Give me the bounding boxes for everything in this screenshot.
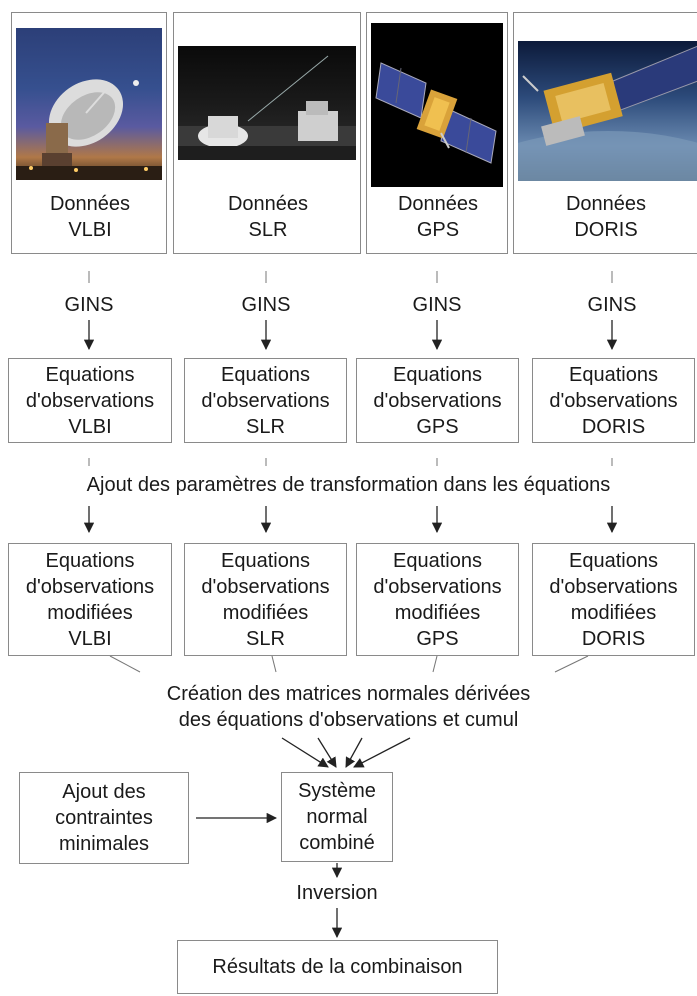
mod-eq-line1: Equations <box>393 549 482 572</box>
modified-equations-slr: Equations d'observations modifiées SLR <box>184 543 347 656</box>
results-label: Résultats de la combinaison <box>212 956 463 978</box>
system-line3: combiné <box>299 832 375 854</box>
combination-results-box: Résultats de la combinaison <box>177 940 498 994</box>
laser-ranging-station-photo <box>178 46 356 160</box>
doris-satellite-photo <box>518 41 697 181</box>
mod-eq-line2: d'observations <box>201 575 330 598</box>
gins-label-doris: GINS <box>587 294 637 316</box>
connector-gps-creation <box>432 655 438 673</box>
mod-eq-tech: DORIS <box>581 627 646 650</box>
constraints-line2: contraintes <box>55 807 153 829</box>
arrow-creation-system-1 <box>281 737 329 768</box>
doris-satellite-icon <box>518 45 697 181</box>
gins-label-gps: GINS <box>412 294 462 316</box>
mod-eq-line3: modifiées <box>394 601 481 624</box>
transform-params-label: Ajout des paramètres de transformation d… <box>86 474 611 496</box>
normal-matrices-line1: Création des matrices normales dérivées <box>166 683 531 705</box>
laser-ranging-icon <box>178 55 356 160</box>
obs-eq-line1: Equations <box>393 363 482 386</box>
system-line2: normal <box>306 806 368 828</box>
constraints-line3: minimales <box>58 833 150 855</box>
obs-eq-line2: d'observations <box>373 389 502 412</box>
mod-eq-tech: VLBI <box>68 627 112 650</box>
data-tech-gps: GPS <box>416 219 460 241</box>
data-box-slr: Données SLR <box>173 12 361 254</box>
mod-eq-line2: d'observations <box>549 575 678 598</box>
connector-slr-creation <box>271 655 277 673</box>
data-tech-slr: SLR <box>248 219 288 241</box>
gps-satellite-icon <box>375 62 497 164</box>
data-box-gps: Données GPS <box>366 12 508 254</box>
gins-label-vlbi: GINS <box>64 294 114 316</box>
mod-eq-line3: modifiées <box>222 601 309 624</box>
connector-vlbi-creation <box>109 655 141 673</box>
minimal-constraints-box: Ajout des contraintes minimales <box>19 772 189 864</box>
gins-label-slr: GINS <box>241 294 291 316</box>
constraints-line1: Ajout des <box>62 781 146 803</box>
obs-eq-line2: d'observations <box>549 389 678 412</box>
radio-telescope-icon <box>16 79 162 180</box>
obs-eq-line1: Equations <box>45 363 135 386</box>
connector-doris-creation <box>554 655 589 673</box>
data-box-doris: Données DORIS <box>513 12 697 254</box>
arrow-creation-system-2 <box>317 737 337 768</box>
mod-eq-line1: Equations <box>45 549 135 572</box>
system-line1: Système <box>298 780 376 802</box>
data-box-vlbi: Données VLBI <box>11 12 167 254</box>
mod-eq-line3: modifiées <box>570 601 657 624</box>
mod-eq-line3: modifiées <box>47 601 133 624</box>
modified-equations-vlbi: Equations d'observations modifiées VLBI <box>8 543 172 656</box>
mod-eq-tech: SLR <box>246 627 285 650</box>
gps-satellite-photo <box>371 23 503 187</box>
obs-eq-line1: Equations <box>569 363 658 386</box>
obs-eq-line2: d'observations <box>25 389 155 412</box>
mod-eq-line1: Equations <box>569 549 658 572</box>
normal-matrices-line2: des équations d'observations et cumul <box>178 709 519 731</box>
obs-equations-slr: Equations d'observations SLR <box>184 358 347 443</box>
mod-eq-line2: d'observations <box>373 575 502 598</box>
inversion-label: Inversion <box>296 882 378 904</box>
mod-eq-line1: Equations <box>221 549 310 572</box>
arrow-creation-system-3 <box>345 737 363 768</box>
data-title-slr: Données <box>227 193 309 215</box>
obs-eq-tech: GPS <box>416 415 459 438</box>
obs-eq-tech: DORIS <box>581 415 646 438</box>
modified-equations-doris: Equations d'observations modifiées DORIS <box>532 543 695 656</box>
obs-eq-tech: SLR <box>246 415 285 438</box>
modified-equations-gps: Equations d'observations modifiées GPS <box>356 543 519 656</box>
radio-telescope-photo <box>16 28 162 180</box>
mod-eq-tech: GPS <box>416 627 459 650</box>
arrow-creation-system-4 <box>353 737 411 768</box>
data-title-vlbi: Données <box>49 193 131 215</box>
data-tech-doris: DORIS <box>574 219 638 241</box>
mod-eq-line2: d'observations <box>25 575 155 598</box>
obs-eq-line2: d'observations <box>201 389 330 412</box>
obs-equations-doris: Equations d'observations DORIS <box>532 358 695 443</box>
data-tech-vlbi: VLBI <box>68 219 112 241</box>
obs-eq-line1: Equations <box>221 363 310 386</box>
data-title-doris: Données <box>565 193 647 215</box>
obs-equations-gps: Equations d'observations GPS <box>356 358 519 443</box>
combined-normal-system-box: Système normal combiné <box>281 772 393 862</box>
obs-eq-tech: VLBI <box>68 415 112 438</box>
data-title-gps: Données <box>397 193 479 215</box>
obs-equations-vlbi: Equations d'observations VLBI <box>8 358 172 443</box>
